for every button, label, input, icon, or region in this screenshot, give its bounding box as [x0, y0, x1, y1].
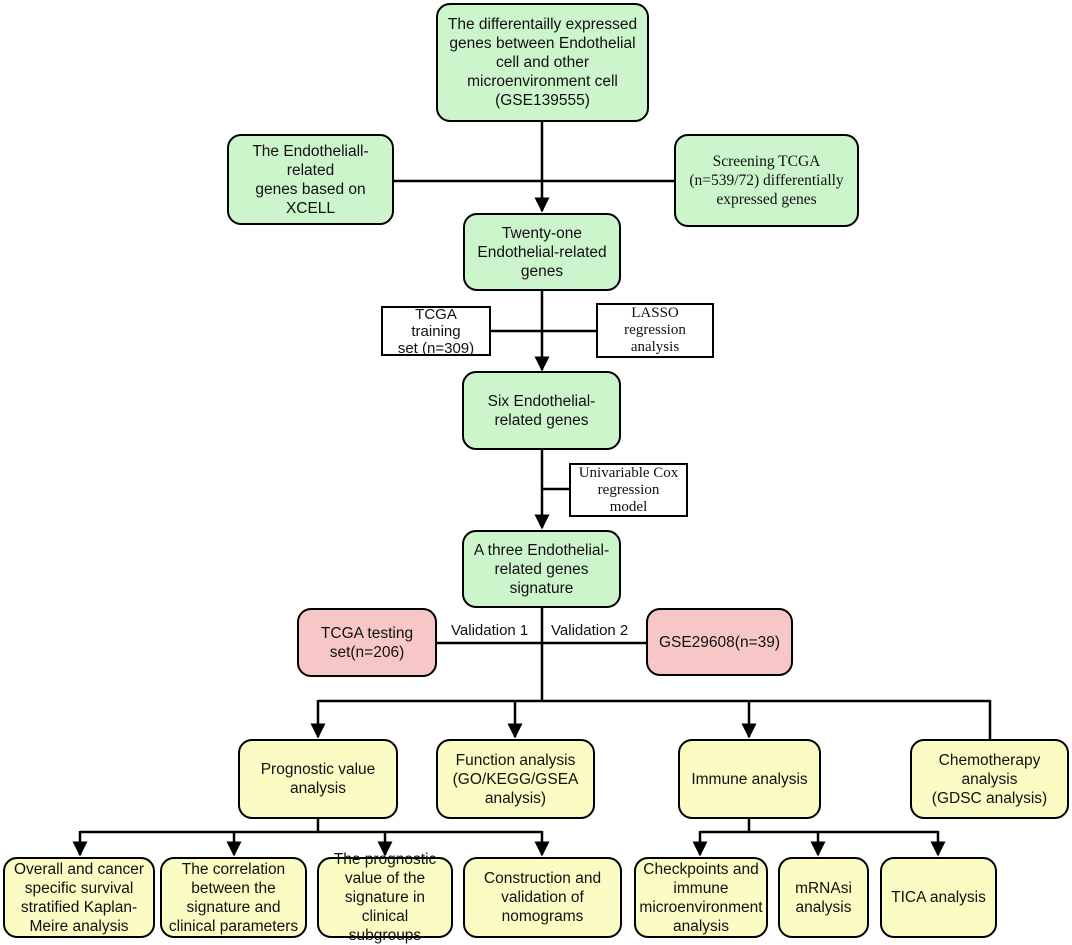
node-xcell: The Endotheliall-related genes based on … — [227, 134, 394, 225]
node-subgroups: The prognostic value of the signature in… — [317, 851, 453, 944]
node-cox: Univariable Cox regression model — [569, 463, 688, 517]
node-function-text: Function analysis (GO/KEGG/GSEA analysis… — [452, 751, 579, 807]
node-mrnasi-text: mRNAsi analysis — [795, 879, 852, 916]
node-gse29608-text: GSE29608(n=39) — [658, 633, 781, 651]
node-km: Overall and cancer specific survival str… — [3, 857, 155, 938]
label-validation-1: Validation 1 — [451, 622, 529, 639]
node-prognostic-text: Prognostic value analysis — [260, 761, 376, 797]
node-cox-text: Univariable Cox regression model — [578, 464, 679, 515]
node-prognostic: Prognostic value analysis — [238, 739, 398, 819]
node-km-text: Overall and cancer specific survival str… — [13, 860, 145, 935]
node-tcga-testing-text: TCGA testing set(n=206) — [320, 624, 414, 661]
node-nomograms: Construction and validation of nomograms — [463, 857, 622, 938]
node-three: A three Endothelial- related genes signa… — [462, 530, 621, 608]
node-nomograms-text: Construction and validation of nomograms — [483, 870, 602, 925]
node-correlation-text: The correlation between the signature an… — [168, 860, 299, 935]
node-correlation: The correlation between the signature an… — [160, 857, 307, 938]
node-six-text: Six Endothelial- related genes — [487, 392, 596, 429]
node-tica: TICA analysis — [880, 857, 997, 938]
node-lasso: LASSO regression analysis — [596, 303, 714, 358]
node-three-text: A three Endothelial- related genes signa… — [473, 541, 610, 597]
node-tcga-testing: TCGA testing set(n=206) — [297, 608, 437, 677]
node-tcga-screen-text: Screening TCGA (n=539/72) differentially… — [689, 153, 844, 208]
node-gse29608: GSE29608(n=39) — [646, 608, 793, 676]
node-subgroups-text: The prognostic value of the signature in… — [333, 851, 437, 944]
node-tcga-screen: Screening TCGA (n=539/72) differentially… — [674, 134, 859, 227]
node-tica-text: TICA analysis — [891, 889, 986, 906]
node-function: Function analysis (GO/KEGG/GSEA analysis… — [436, 739, 595, 819]
node-xcell-text: The Endotheliall-related genes based on … — [252, 142, 369, 217]
node-immune-text: Immune analysis — [691, 770, 808, 788]
label-validation-2: Validation 2 — [551, 622, 629, 639]
node-deg: The differentailly expressed genes betwe… — [436, 3, 649, 122]
node-immune: Immune analysis — [678, 739, 821, 819]
node-tcga-training-text: TCGA training set (n=309) — [397, 305, 475, 357]
node-chemo: Chemotherapy analysis (GDSC analysis) — [910, 739, 1069, 819]
node-six: Six Endothelial- related genes — [462, 371, 621, 450]
node-checkpoints: Checkpoints and immune microenvironment … — [634, 857, 768, 938]
node-checkpoints-text: Checkpoints and immune microenvironment … — [639, 860, 763, 935]
node-chemo-text: Chemotherapy analysis (GDSC analysis) — [931, 751, 1048, 807]
node-twenty-one: Twenty-one Endothelial-related genes — [463, 213, 621, 291]
node-tcga-training: TCGA training set (n=309) — [381, 305, 491, 357]
node-twenty-one-text: Twenty-one Endothelial-related genes — [477, 224, 607, 280]
node-mrnasi: mRNAsi analysis — [778, 857, 869, 938]
node-deg-text: The differentailly expressed genes betwe… — [447, 16, 638, 109]
node-lasso-text: LASSO regression analysis — [624, 305, 686, 355]
